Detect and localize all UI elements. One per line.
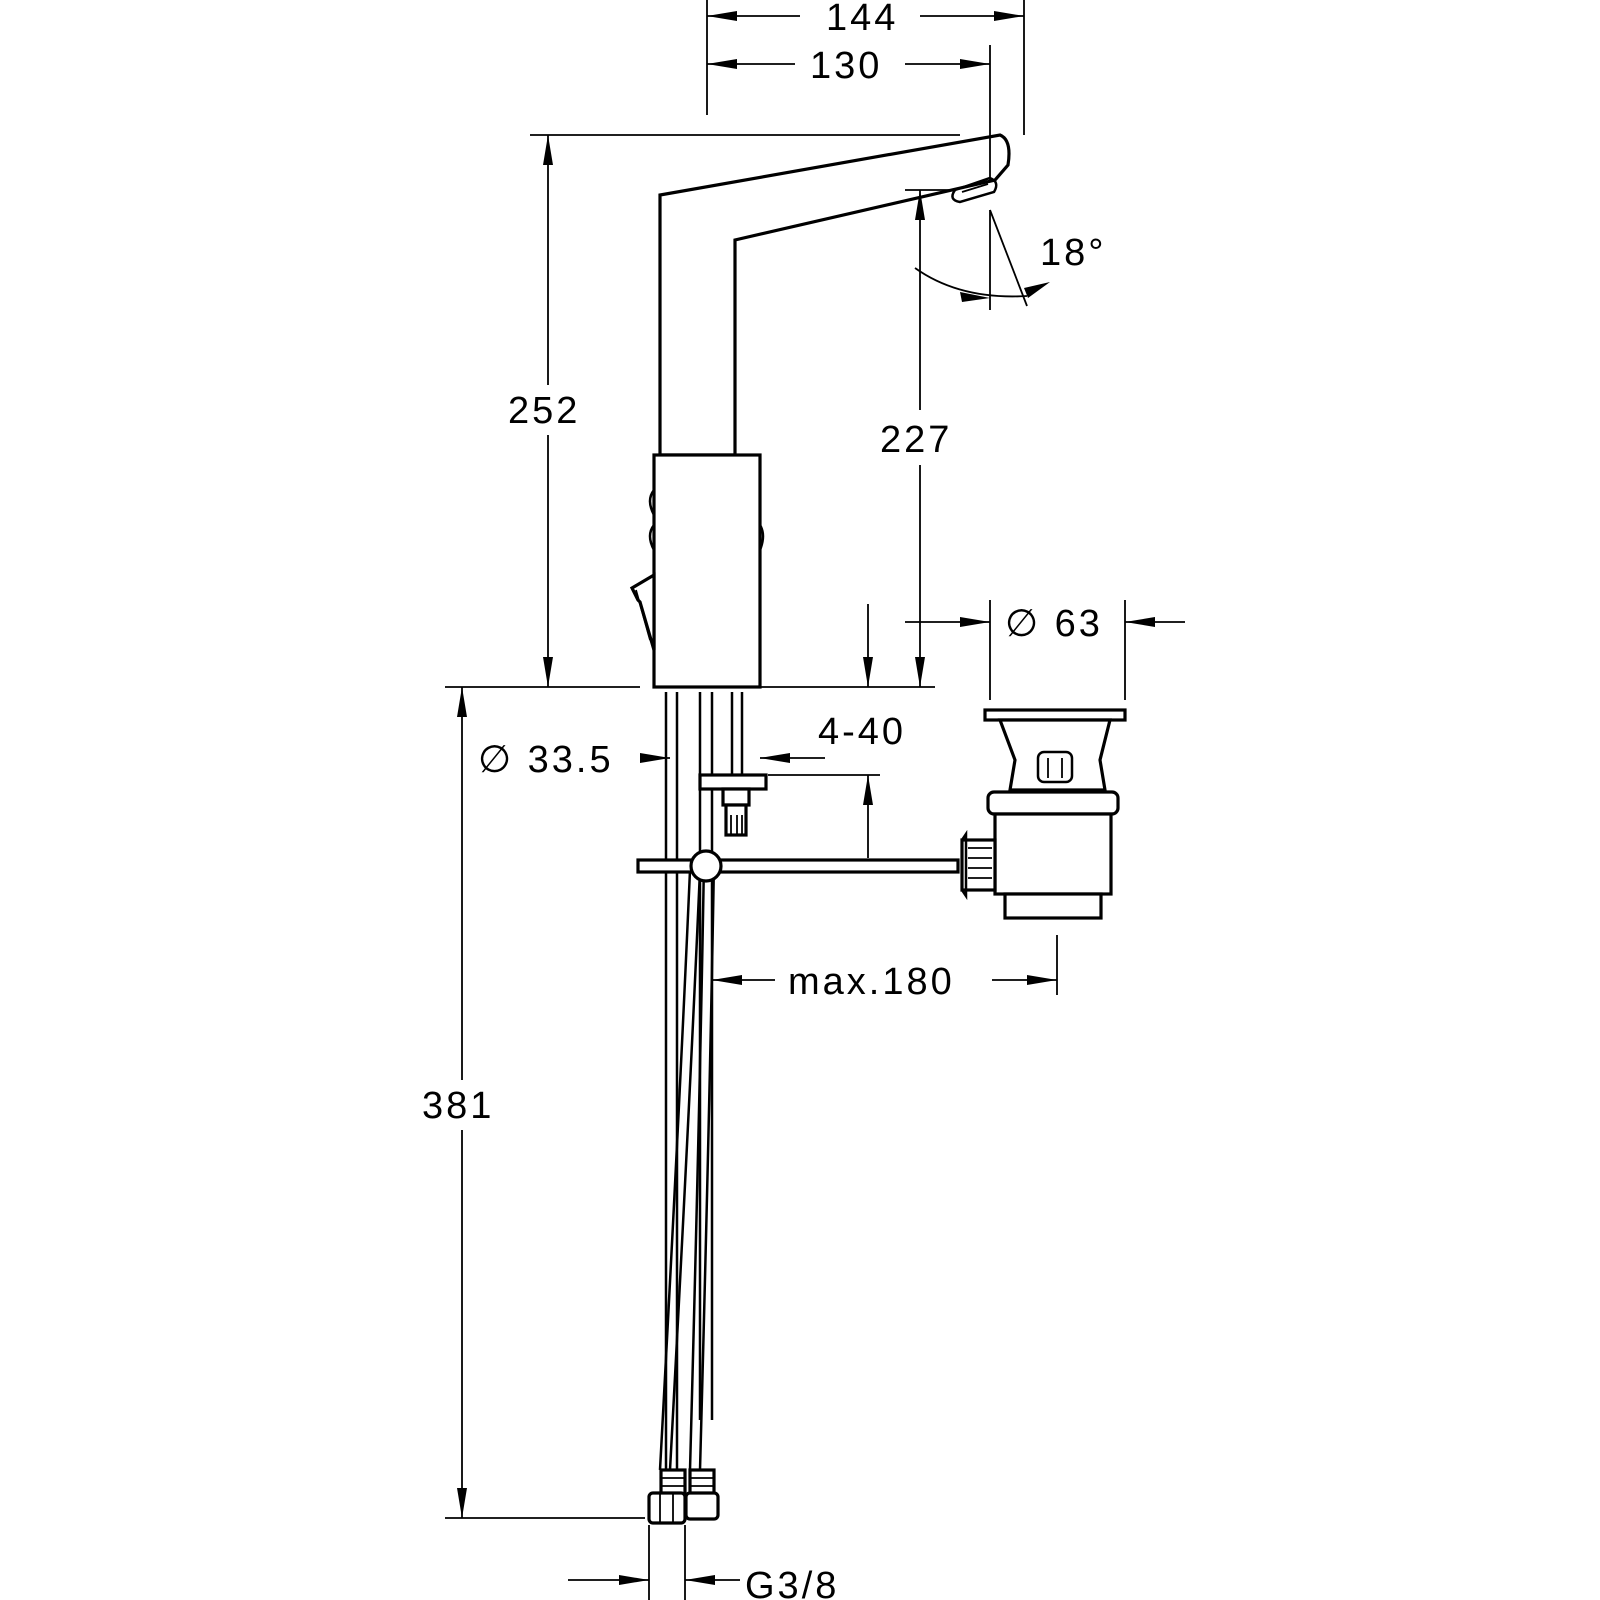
- dim-deck-thickness-label: 4-40: [818, 711, 906, 753]
- flexible-hoses: [658, 859, 716, 1471]
- mounting-rods: [664, 692, 768, 1500]
- faucet-column: [629, 453, 765, 689]
- dim-connection-label: G3/8: [745, 1565, 839, 1600]
- dimension-lines: [445, 0, 1185, 1600]
- dim-227-label: 227: [880, 419, 952, 461]
- dim-base-diameter-label: ∅ 33.5: [478, 739, 614, 781]
- dim-381-label: 381: [422, 1085, 494, 1127]
- dim-252-label: 252: [508, 390, 580, 432]
- dim-angle-label: 18°: [1040, 232, 1106, 274]
- dim-max-distance-label: max.180: [788, 961, 955, 1003]
- pop-up-waste: [960, 708, 1127, 920]
- dim-drain-diameter-label: ∅ 63: [1005, 603, 1103, 645]
- faucet-spout: [658, 133, 1011, 457]
- drain-rod: [636, 849, 960, 883]
- dim-130-label: 130: [810, 45, 882, 87]
- hose-connectors: [647, 1468, 720, 1525]
- dim-144-label: 144: [826, 0, 898, 39]
